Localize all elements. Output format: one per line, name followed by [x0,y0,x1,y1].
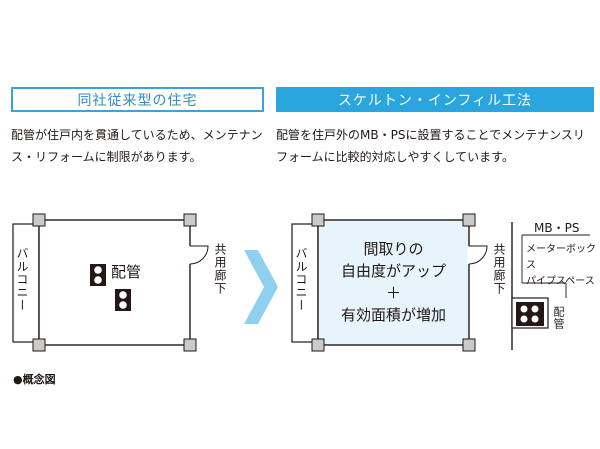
column [183,213,197,227]
mbps-title: MB・PS [534,221,580,235]
benefit-line-area: 有効面積が増加 [340,306,446,324]
column [32,213,46,227]
column [462,338,476,352]
corridor-label-right: 共用廊下 [492,243,506,295]
door-swing-right [468,245,488,265]
description-conventional: 配管が住戸内を貫通しているため、メンテナンス・リフォームに制限があります。 [11,128,263,164]
concept-caption: ●概念図 [13,373,56,386]
pipe-symbol [516,302,544,326]
heading-conventional: 同社従来型の住宅 [11,87,264,112]
balcony-label-left: バルコニー [15,247,29,312]
column [311,213,325,227]
benefit-plus: ＋ [385,284,401,302]
column [462,213,476,227]
benefit-line-freedom: 自由度がアップ [340,262,446,280]
column [32,338,46,352]
room-right [317,219,470,346]
description-skeleton-infill: 配管を住戸外のMB・PSに設置することでメンテナンスリフォームに比較的対応しやす… [276,128,585,164]
pipe-symbol [115,289,131,311]
mbps-meter-box: メーターボックス [526,244,596,271]
mbps-bracket [521,235,567,298]
pipe-label-left: 配管 [111,263,142,281]
benefit-text: 間取りの 自由度がアップ ＋ 有効面積が増加 [318,238,469,326]
heading-skeleton-infill: スケルトン・インフィル工法 [276,87,594,112]
door-swing-left [189,245,209,265]
pipe-label-right: 配管 [552,306,565,330]
benefit-line-floor-plan: 間取りの [363,240,424,258]
skeleton-infill-floor-plan [291,213,590,352]
balcony-label-right: バルコニー [294,247,308,312]
mbps-description: メーターボックス パイプスペース [526,242,600,290]
pipe-symbol [90,264,106,286]
column [311,338,325,352]
corridor-label-left: 共用廊下 [213,243,227,295]
transition-arrow [244,250,278,324]
conventional-floor-plan [12,213,209,352]
room-left [38,219,191,346]
mbps-pipe-space: パイプスペース [526,276,595,287]
column [183,338,197,352]
